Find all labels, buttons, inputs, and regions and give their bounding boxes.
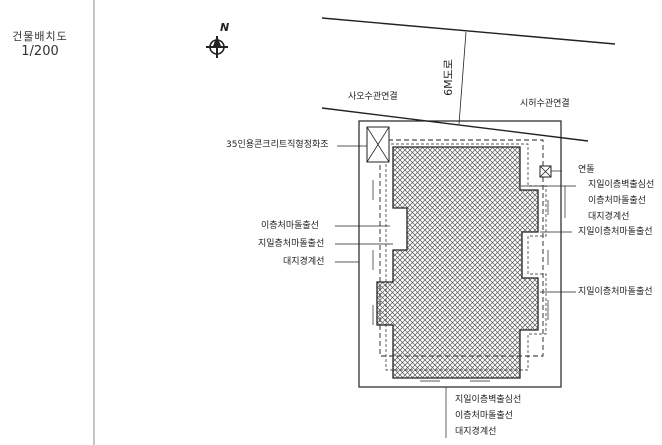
right-label-4: 지일이층처마돌출선 (578, 227, 653, 237)
sewer-left-label: 사오수관연결 (348, 92, 398, 102)
chimney-symbol (539, 165, 552, 178)
septic-tank (366, 126, 390, 163)
right-label-2: 이층처마돌출선 (588, 196, 646, 206)
bottom-label-3: 대지경계선 (455, 427, 497, 437)
north-arrow-icon (206, 36, 228, 58)
drawing-title: 건물배치도 (12, 30, 68, 43)
leader-lines (335, 145, 576, 438)
drawing-scale: 1/200 (21, 44, 59, 59)
septic-tank-label: 35인용콘크리트직형정화조 (226, 140, 329, 150)
drainage-arrows (372, 180, 549, 382)
site-boundary (358, 120, 562, 388)
right-label-5: 지일이층처마돌출선 (578, 287, 653, 297)
wall-centerline (385, 143, 547, 371)
building-footprint (376, 146, 539, 379)
chimney-label: 연돌 (578, 165, 595, 175)
road-edge-bottom (321, 107, 589, 142)
right-label-1: 지일이층벽출심선 (588, 180, 655, 190)
eaves-projection-line (379, 139, 544, 357)
left-label-2: 지일층처마돌출선 (258, 239, 325, 249)
left-label-3: 대지경계선 (283, 257, 325, 267)
road-centerline (458, 31, 467, 125)
left-label-1: 이층처마돌출선 (261, 221, 319, 231)
bottom-label-2: 이층처마돌출선 (455, 411, 513, 421)
sewer-right-label: 시허수관연결 (520, 99, 570, 109)
road-edge-top (321, 17, 616, 45)
bottom-label-1: 지일이층벽출심선 (455, 395, 522, 405)
right-label-3: 대지경계선 (588, 212, 630, 222)
north-letter: N (220, 21, 230, 34)
road-label: 6M도로 (441, 59, 455, 96)
